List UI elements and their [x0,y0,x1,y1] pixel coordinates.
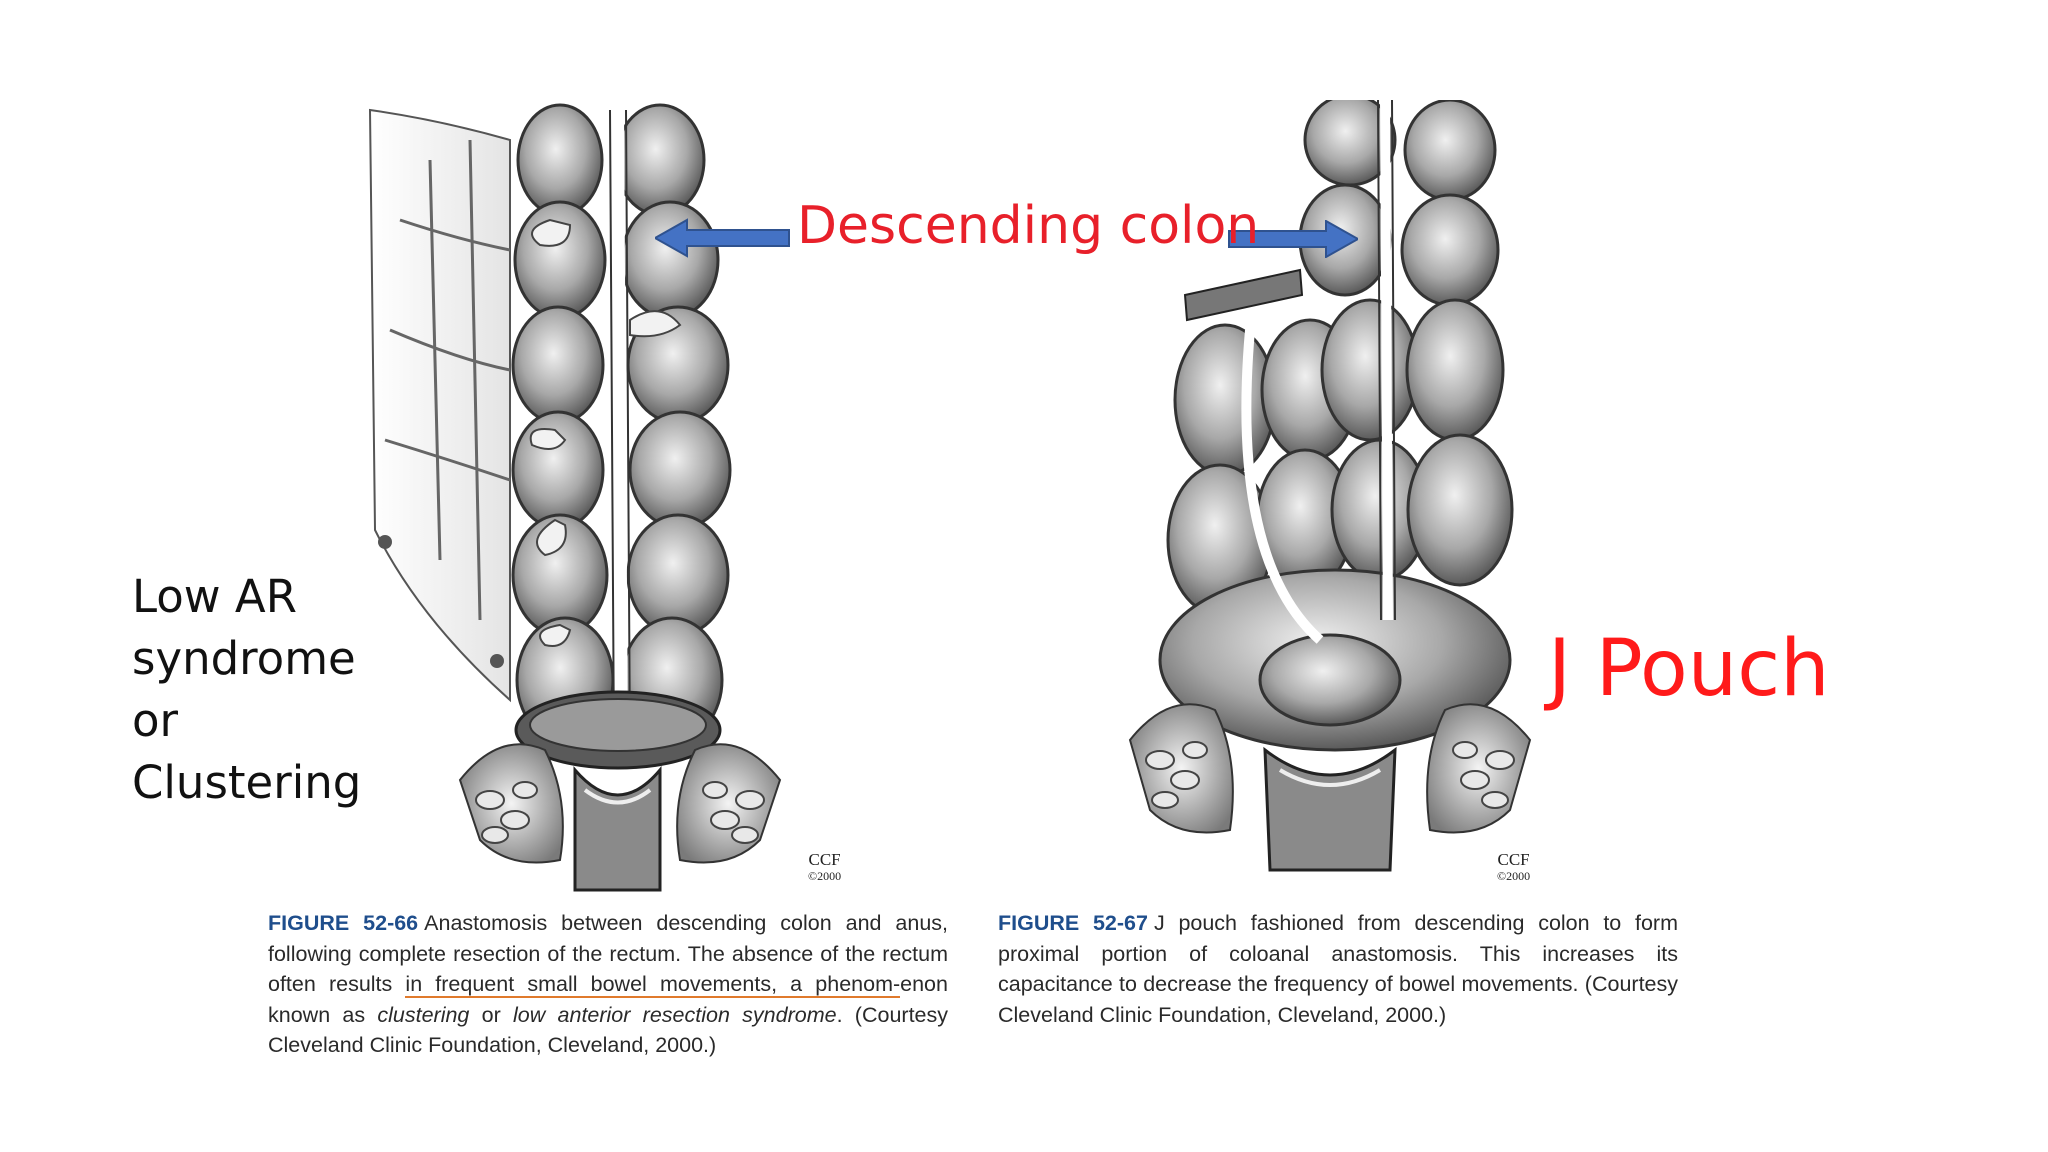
italic-term: low anterior resection syndrome [513,1002,837,1027]
left-arrow-icon [655,218,790,258]
caption-text: J pouch fashioned from descending colon … [998,911,1678,1027]
descending-colon-label: Descending colon [797,196,1260,256]
italic-term: clustering [377,1002,470,1027]
j-pouch-illustration [1128,100,1532,872]
underlined-text: in frequent small bowel movements, a phe… [405,972,901,998]
left-label-line: or [132,694,179,747]
caption-text: or [469,1002,514,1027]
figure-number: FIGURE 52-67 [998,911,1148,935]
caption-text: Anastomosis between descending colon and… [268,911,949,996]
colon-anastomosis-illustration [368,103,782,892]
left-label-line: Clustering [132,756,362,809]
low-ar-syndrome-label: Low AR syndrome or Clustering [132,566,361,814]
left-figure-credit: CCF ©2000 [808,850,842,883]
caption-text: . (Courtesy Cleveland Clinic Foundation,… [268,1002,948,1058]
j-pouch-label: J Pouch [1548,624,1830,714]
caption-text: enon known as [268,972,948,1027]
right-arrow-icon [1228,220,1358,258]
left-label-line: syndrome [132,632,356,685]
figure-number: FIGURE 52-66 [268,911,419,935]
left-label-line: Low AR [132,570,297,623]
right-figure-credit: CCF ©2000 [1497,850,1531,883]
